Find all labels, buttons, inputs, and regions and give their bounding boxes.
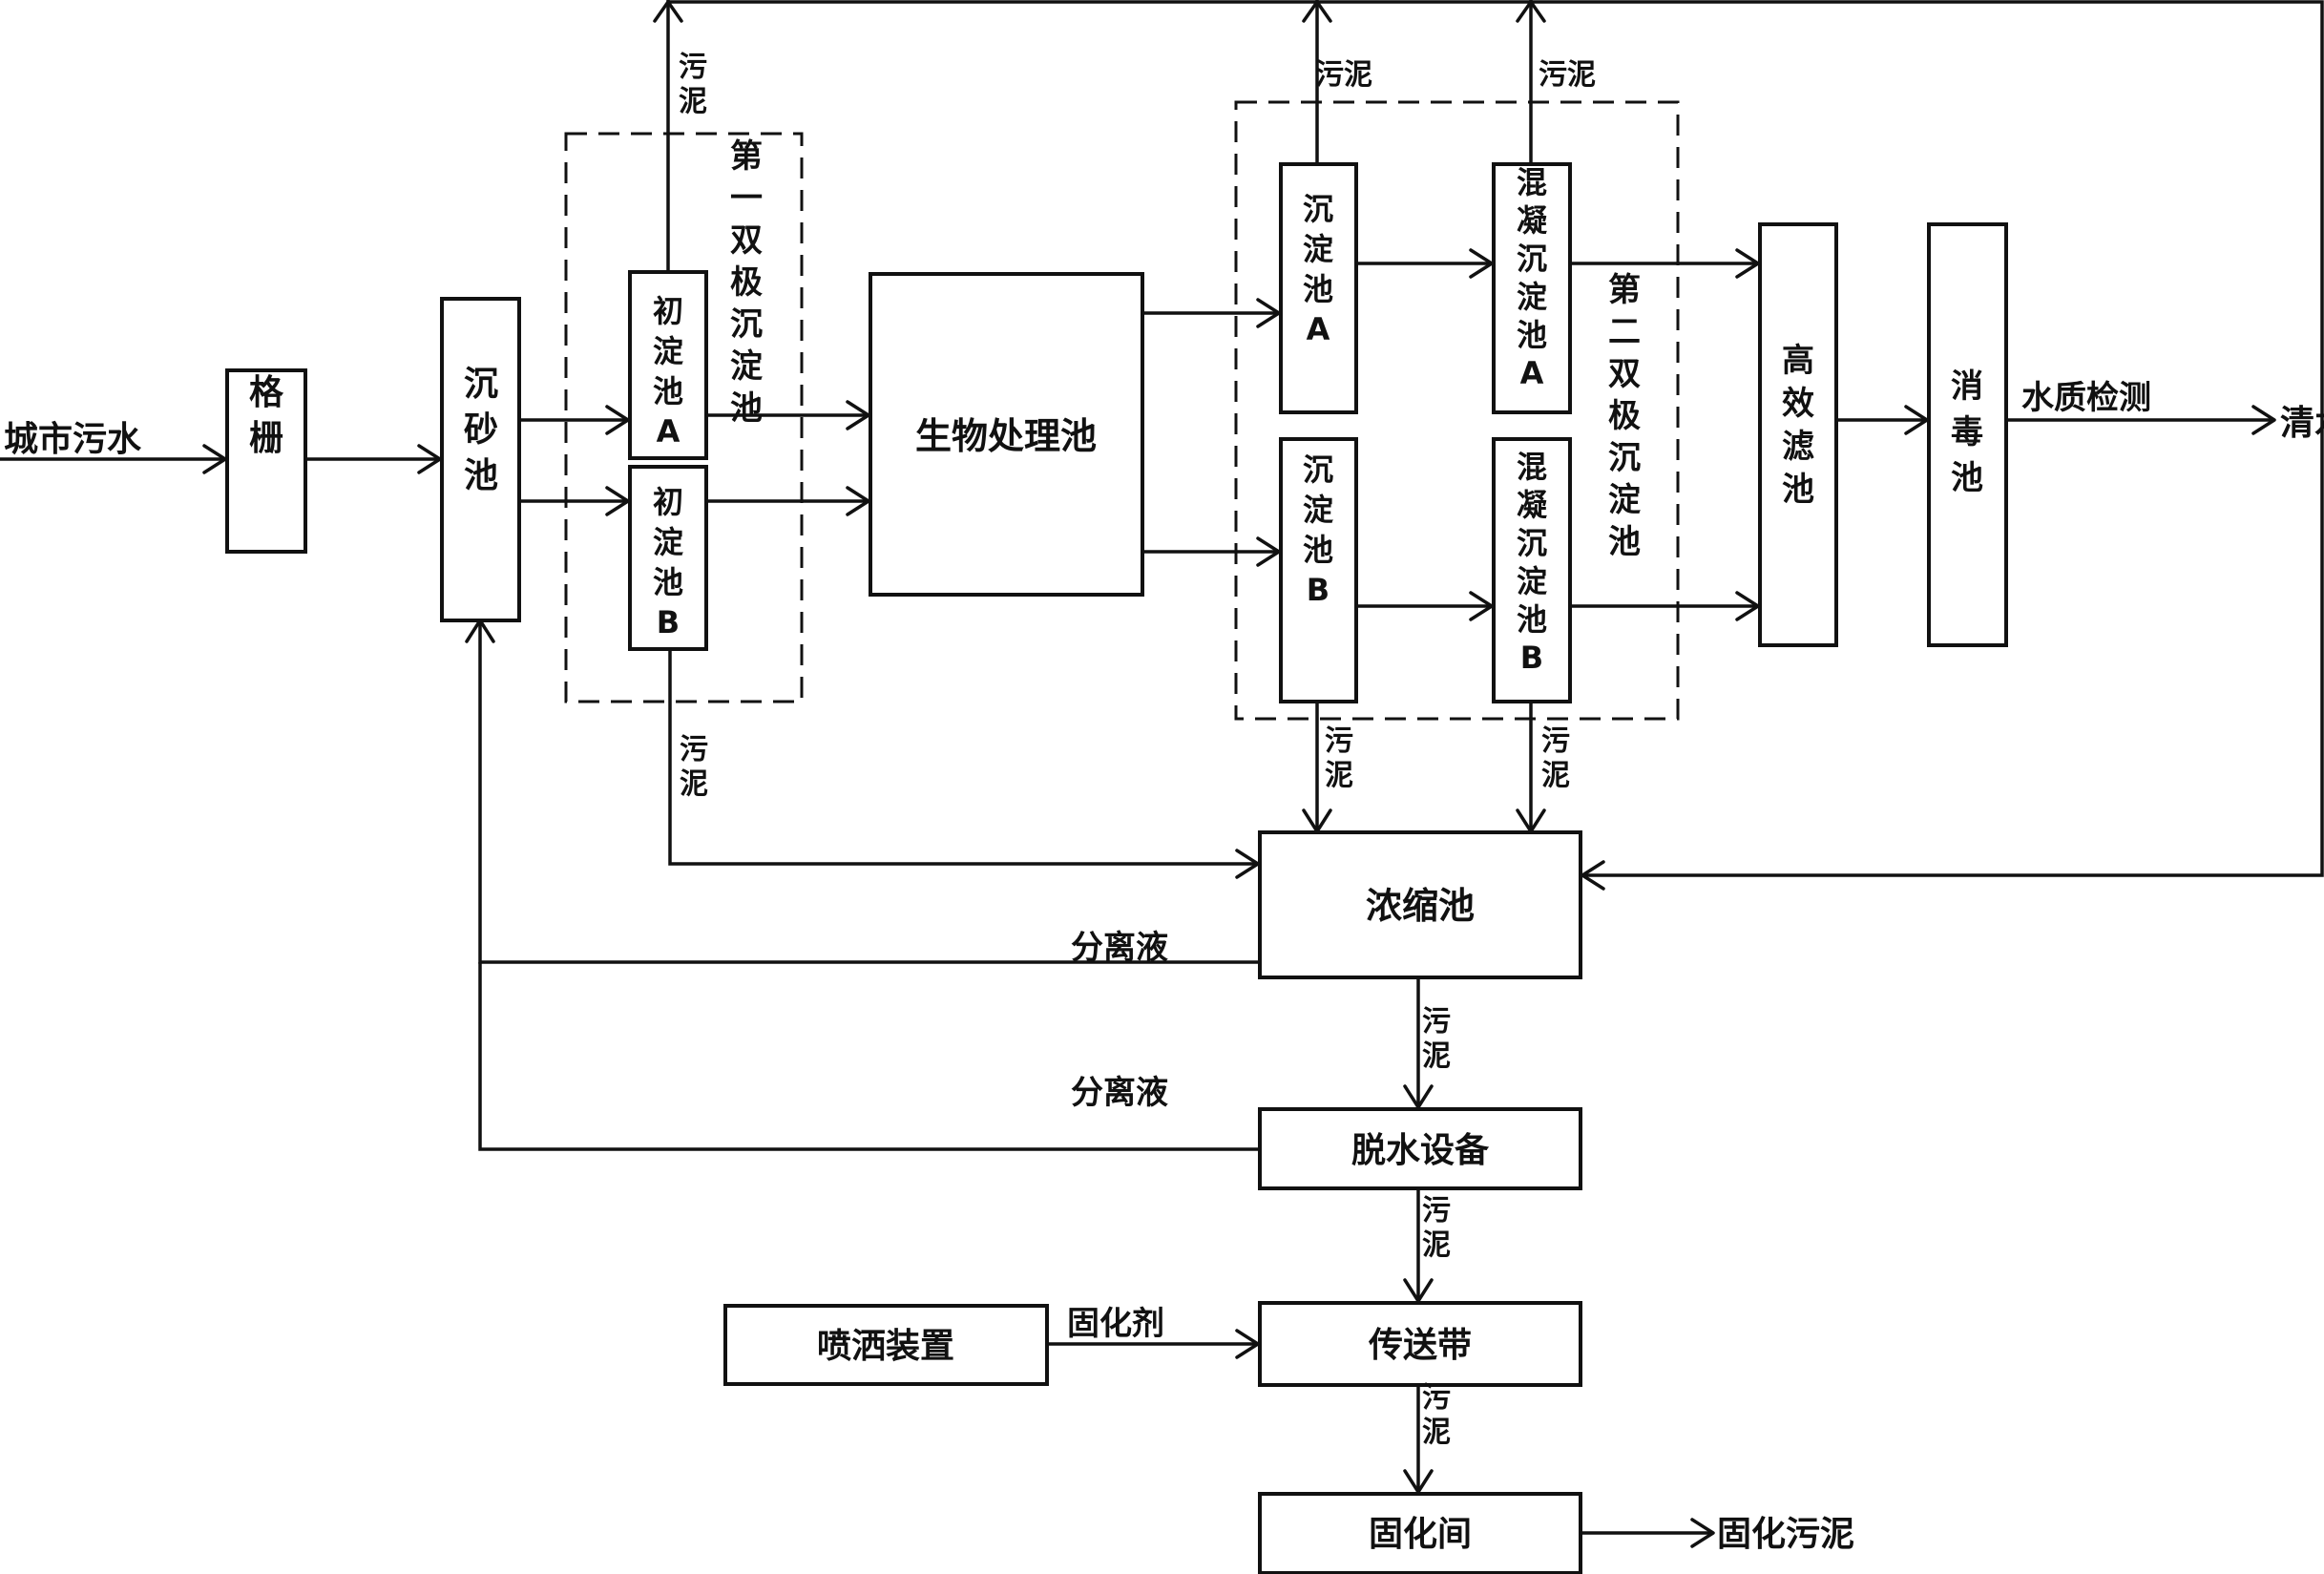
separated-liquid-label-2: 分离液 (1071, 1074, 1168, 1112)
conveyor-label: 传送带 (1368, 1326, 1472, 1365)
sed-a-box (1279, 162, 1358, 414)
thickener-box (1258, 830, 1582, 979)
dewatering-box (1258, 1107, 1582, 1190)
sludge-label-coag-b: 污泥 (1541, 724, 1570, 792)
coag-sed-b-box (1492, 437, 1572, 703)
sludge-label-thickener: 污泥 (1422, 1005, 1451, 1073)
sed-b-box (1279, 437, 1358, 703)
sludge-label-coag-a: 污泥 (1539, 58, 1596, 92)
first-bipolar-group-label: 第一双极沉淀池 (730, 137, 763, 428)
separated-liquid-label-1: 分离液 (1071, 929, 1168, 967)
first-bipolar-group-frame (564, 132, 804, 703)
second-bipolar-group-frame (1234, 100, 1680, 721)
grille-box (225, 368, 307, 554)
grille-label: 格栅 (249, 373, 284, 458)
clean-water-label: 清水 (2280, 404, 2324, 443)
cured-sludge-label: 固化污泥 (1717, 1515, 1854, 1554)
spray-device-label: 喷洒装置 (817, 1327, 954, 1366)
dewatering-label: 脱水设备 (1351, 1131, 1490, 1170)
sludge-label-prim-b: 污泥 (680, 733, 708, 801)
grit-chamber-label: 沉砂池 (464, 365, 498, 495)
bio-treatment-box (869, 272, 1144, 597)
high-efficiency-filter-box (1758, 222, 1838, 647)
bio-treatment-label: 生物处理池 (915, 415, 1097, 457)
second-bipolar-group-label: 第二双极沉淀池 (1608, 271, 1641, 561)
primary-sed-b-box (628, 465, 708, 651)
conveyor-box (1258, 1301, 1582, 1387)
curing-room-label: 固化间 (1369, 1515, 1472, 1554)
sludge-label-sed-a: 污泥 (1315, 58, 1372, 92)
curing-agent-label: 固化剂 (1067, 1305, 1164, 1343)
high-efficiency-filter-label: 高效滤池 (1782, 342, 1814, 509)
sludge-label-sed-b: 污泥 (1325, 724, 1353, 792)
disinfection-label: 消毒池 (1951, 367, 1983, 497)
thickener-label: 浓缩池 (1366, 885, 1475, 927)
grit-chamber-box (440, 297, 521, 622)
disinfection-box (1927, 222, 2008, 647)
spray-device-box (723, 1304, 1049, 1386)
curing-room-box (1258, 1492, 1582, 1574)
water-quality-test-label: 水质检测 (2021, 379, 2151, 417)
sludge-label-dewatering: 污泥 (1422, 1194, 1451, 1262)
sludge-label-prim-a: 污泥 (679, 51, 707, 118)
input-label: 城市污水 (4, 420, 142, 459)
coag-sed-a-box (1492, 162, 1572, 414)
connector-lines (0, 0, 2324, 1535)
sludge-label-conveyor: 污泥 (1422, 1381, 1451, 1449)
primary-sed-a-box (628, 270, 708, 460)
